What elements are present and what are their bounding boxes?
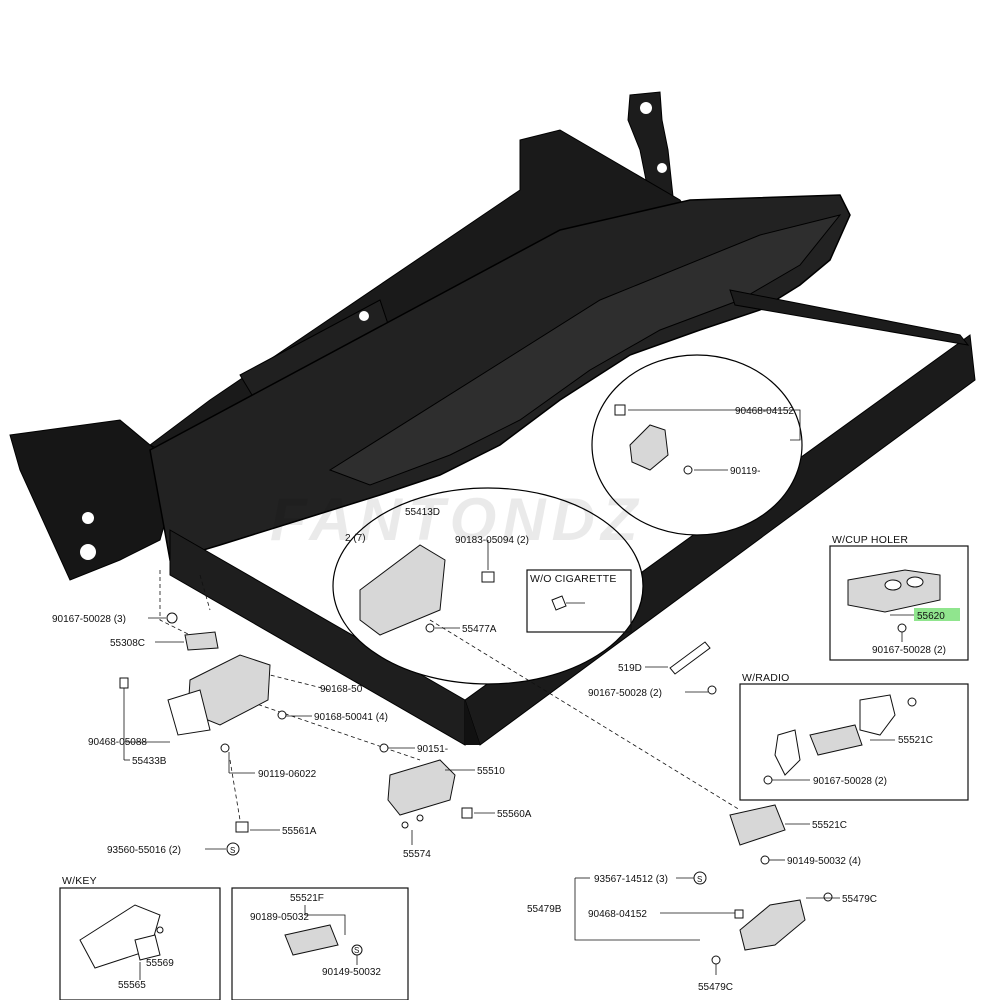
label-55433B: 55433B xyxy=(132,756,167,767)
svg-text:S: S xyxy=(230,846,235,855)
label-519D: 519D xyxy=(618,663,642,674)
label-90151: 90151- xyxy=(417,744,448,755)
bezel-part xyxy=(359,544,446,636)
box-without-cigarette: W/O CIGARETTE xyxy=(526,569,632,633)
label-90119: 90119- xyxy=(730,466,760,477)
box-with-key: W/KEY xyxy=(59,875,221,1001)
label-90149-50032: 90149-50032 xyxy=(322,967,381,978)
svg-text:W/KEY: W/KEY xyxy=(62,875,97,887)
label-90189-05032: 90189-05032 xyxy=(250,912,309,923)
box-55521F: S xyxy=(231,887,409,1001)
label-90183-05094: 90183-05094 (2) xyxy=(455,535,529,546)
label-93567-14512: 93567-14512 (3) xyxy=(594,874,668,885)
upper-hole-parts xyxy=(614,404,801,475)
label-55560A: 55560A xyxy=(497,809,532,820)
svg-text:S: S xyxy=(354,946,359,955)
label-90468-04152: 90468-04152 xyxy=(735,406,794,417)
label-90168-50041: 90168-50041 (4) xyxy=(314,712,388,723)
label-90468-04152-bottom: 90468-04152 xyxy=(588,909,647,920)
box-with-radio: W/RADIO xyxy=(739,672,969,801)
label-90167-50028-2a: 90167-50028 (2) xyxy=(588,688,662,699)
cup-holder-assembly xyxy=(9,91,976,746)
left-exploded-parts: S xyxy=(119,570,741,856)
label-55479C-b: 55479C xyxy=(698,982,733,993)
box-with-cup-holder: W/CUP HOLER xyxy=(829,534,969,661)
svg-text:W/CUP HOLER: W/CUP HOLER xyxy=(832,534,908,546)
svg-text:W/RADIO: W/RADIO xyxy=(742,672,789,684)
label-55479C-a: 55479C xyxy=(842,894,877,905)
label-90167-50028-3: 90167-50028 (3) xyxy=(52,614,126,625)
part-labels: 90468-04152 90119- 55413D 2 (7) 90183-05… xyxy=(52,406,946,993)
lower-right-parts: S xyxy=(574,804,840,975)
label-90149-50032-4: 90149-50032 (4) xyxy=(787,856,861,867)
clip-part xyxy=(614,404,626,416)
label-55479B: 55479B xyxy=(527,904,562,915)
label-90468-05088: 90468-05088 xyxy=(88,737,147,748)
label-90167-50028-2c: 90167-50028 (2) xyxy=(813,776,887,787)
screw-part xyxy=(425,623,435,633)
label-90167-50028-2b: 90167-50028 (2) xyxy=(872,645,946,656)
nut-part xyxy=(481,571,495,583)
label-55521F: 55521F xyxy=(290,893,324,904)
label-55569: 55569 xyxy=(146,958,174,969)
label-55477A: 55477A xyxy=(462,624,497,635)
screw-part xyxy=(683,465,693,475)
label-90168-50: 90168-50 xyxy=(320,684,363,695)
label-55521C: 55521C xyxy=(812,820,847,831)
label-55574: 55574 xyxy=(403,849,431,860)
label-90119-06022: 90119-06022 xyxy=(258,769,317,780)
svg-text:S: S xyxy=(697,875,702,884)
label-55565: 55565 xyxy=(118,980,146,991)
lower-hole-parts xyxy=(359,540,495,636)
label-93560-55016: 93560-55016 (2) xyxy=(107,845,181,856)
label-55561A: 55561A xyxy=(282,826,317,837)
svg-text:W/O CIGARETTE: W/O CIGARETTE xyxy=(530,573,617,585)
label-55510: 55510 xyxy=(477,766,505,777)
highlight-55620 xyxy=(914,608,960,621)
label-55521C-radio: 55521C xyxy=(898,735,933,746)
label-2-7: 2 (7) xyxy=(345,533,366,544)
label-55413D: 55413D xyxy=(405,507,440,518)
bracket-part xyxy=(629,424,669,471)
watermark: FANTONDZ xyxy=(270,486,644,553)
label-55620: 55620 xyxy=(917,611,945,622)
label-55308C: 55308C xyxy=(110,638,145,649)
